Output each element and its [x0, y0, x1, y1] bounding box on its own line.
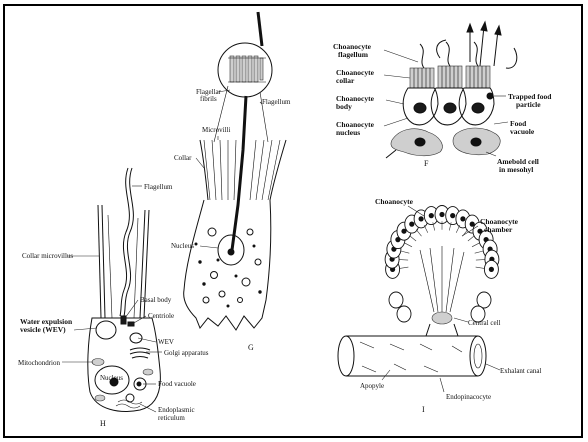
i-choanocyte-cell — [477, 292, 491, 308]
f-panel-letter: F — [424, 159, 429, 168]
panel-g-labels: Flagellar fibrils Flagellum Microvilli C… — [171, 88, 291, 352]
panel-g-drawing — [184, 12, 286, 330]
h-mitochondrion — [92, 359, 104, 366]
i-label-apopyle: Apopyle — [360, 382, 384, 390]
f-label-nucleus-line2: nucleus — [336, 128, 360, 137]
i-label-exhalant-canal: Exhalant canal — [500, 367, 541, 375]
i-choanocyte-collar — [476, 260, 485, 261]
h-er — [116, 400, 142, 408]
g-label-nucleus: Nucleus — [171, 242, 194, 250]
h-panel-letter: H — [100, 419, 106, 428]
h-label-mitochondrion: Mitochondrion — [18, 359, 60, 367]
i-choanocyte-nucleus — [460, 216, 465, 221]
i-choanocyte-collar — [401, 251, 410, 253]
i-panel-letter: I — [422, 405, 425, 414]
i-choanocyte-cell — [397, 306, 411, 322]
i-choanocyte-collar — [456, 225, 460, 233]
i-choanocyte-nucleus — [489, 267, 494, 272]
h-label-collar-microvillus: Collar microvillus — [22, 252, 73, 260]
i-choanocyte-collar — [475, 251, 484, 253]
i-choanocyte-collar — [399, 260, 408, 261]
f-label-vacuole-line2: vacuole — [510, 127, 535, 136]
i-label-central-cell: Central cell — [468, 319, 501, 327]
panel-h-labels: Flagellum Collar microvillus Basal body … — [18, 183, 209, 428]
f-label-flagellum-line2: flagellum — [338, 50, 369, 59]
f-label-amoeboid-line2: in mesohyl — [499, 165, 533, 174]
h-collar-microvilli — [98, 205, 101, 318]
i-choanocyte-collar — [476, 267, 485, 268]
panel-i-drawing — [338, 206, 500, 393]
h-label-golgi: Golgi apparatus — [164, 349, 209, 357]
h-golgi — [130, 348, 150, 358]
i-choanocyte-collar — [410, 236, 417, 241]
h-label-centriole: Centriole — [148, 312, 174, 320]
h-label-er-line2: reticulum — [158, 414, 185, 422]
i-label-chamber-line2: chamber — [484, 225, 513, 234]
i-choanocyte-collar — [424, 225, 428, 233]
panel-f-labels: Choanocyte flagellum Choanocyte collar C… — [333, 42, 552, 174]
h-label-food-vacuole: Food vacuole — [158, 380, 196, 388]
i-choanocyte-cell — [389, 292, 403, 308]
i-choanocyte-collar — [400, 267, 409, 268]
i-choanocyte-collar — [472, 243, 480, 247]
h-label-wev-line2: vesicle (WEV) — [20, 325, 66, 334]
i-choanocyte-collar — [404, 243, 412, 247]
g-label-flagellum: Flagellum — [262, 98, 291, 106]
g-flagellar-fibrils — [228, 56, 266, 82]
g-label-fibrils-line2: fibrils — [200, 95, 217, 103]
i-label-choanocyte: Choanocyte — [375, 197, 414, 206]
i-choanocyte-nucleus — [450, 213, 455, 218]
f-label-body-line2: body — [336, 102, 352, 111]
i-choanocyte-nucleus — [409, 222, 414, 227]
i-choanocyte-nucleus — [439, 212, 444, 217]
i-choanocyte-collar — [468, 236, 475, 241]
h-label-er-line1: Endoplasmic — [158, 406, 195, 414]
f-collars — [410, 66, 490, 88]
i-label-endopinacocyte: Endopinacocyte — [446, 393, 491, 401]
f-label-collar-line2: collar — [336, 76, 355, 85]
g-flagellum — [258, 12, 262, 46]
i-choanocyte-nucleus — [419, 216, 424, 221]
g-panel-letter: G — [248, 343, 254, 352]
f-amoeboid-cells — [386, 128, 500, 158]
i-choanocyte-nucleus — [429, 213, 434, 218]
h-label-flagellum: Flagellum — [144, 183, 173, 191]
i-exhalant-canal — [338, 324, 486, 376]
g-label-collar: Collar — [174, 154, 192, 162]
h-label-basal-body: Basal body — [140, 296, 172, 304]
panel-f-drawing — [384, 22, 517, 158]
f-label-trapped-line2: particle — [516, 100, 541, 109]
panel-i-labels: Choanocyte Choanocyte chamber Central ce… — [360, 197, 541, 414]
i-choanocyte-collar — [416, 230, 421, 237]
h-wev — [96, 321, 116, 339]
i-central-cell — [432, 312, 452, 324]
g-label-microvilli: Microvilli — [202, 126, 230, 134]
f-choanocyte-bodies — [403, 88, 494, 125]
h-label-wev: WEV — [158, 338, 174, 346]
h-label-nucleus: Nucleus — [100, 374, 123, 382]
